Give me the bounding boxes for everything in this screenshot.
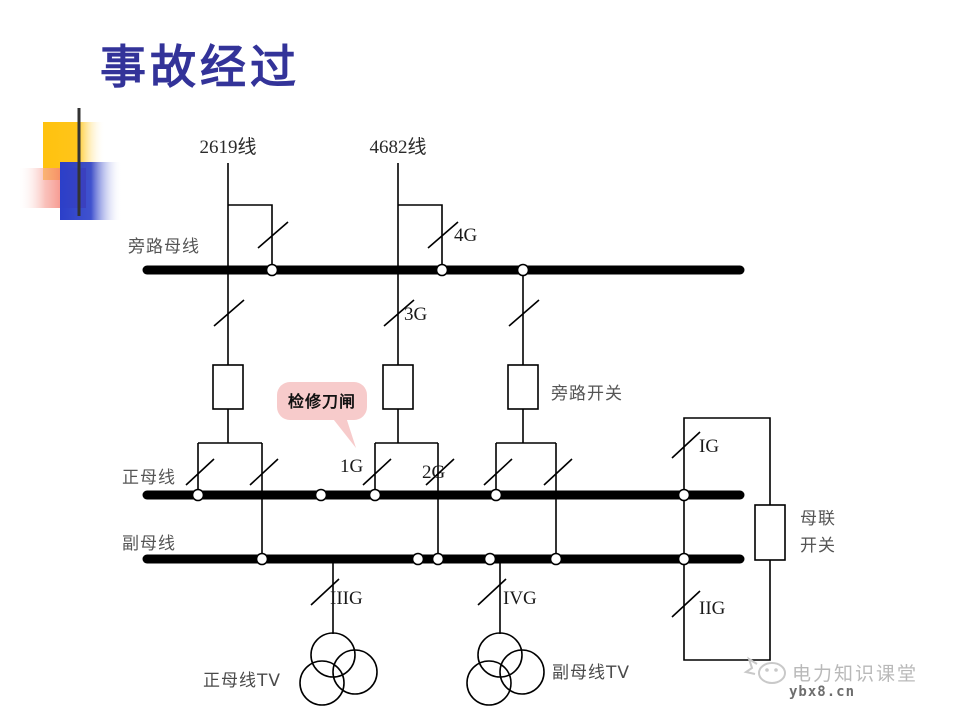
- feeder-2619-main-disconnect-icon: [185, 458, 215, 486]
- reserve-bus-label: 副母线: [122, 534, 176, 554]
- bypass-breaker-reserve-disconnect-icon: [543, 458, 573, 486]
- reserve-bus-tv-winding-b: [499, 649, 545, 695]
- bypass-breaker-column: [483, 270, 573, 559]
- bus-tie-loop: [683, 417, 771, 661]
- feeder-4682-reserve-disconnect-icon: [425, 458, 455, 486]
- main-bus-label: 正母线: [122, 468, 176, 488]
- sw-3g-label: 3G: [404, 304, 428, 325]
- feeder-2619-label: 2619线: [199, 136, 256, 158]
- bus-bars: [142, 265, 745, 564]
- bus-tie-circuit: [671, 417, 786, 661]
- node: [677, 552, 691, 566]
- node: [489, 488, 503, 502]
- node: [314, 488, 328, 502]
- main-bus-tv-disconnect-icon: [310, 578, 340, 606]
- main-bus-tv-group: [299, 559, 378, 706]
- feeder-4682-breaker: [382, 364, 414, 410]
- maintenance-disconnector-callout: 检修刀闸: [277, 382, 367, 448]
- sw-ig-label: IG: [699, 436, 719, 457]
- sw-2g-label: 2G: [422, 462, 446, 483]
- feeder-2619-disconnect-icon: [213, 299, 245, 327]
- reserve-bus-tv-winding-c: [466, 660, 512, 706]
- sw-1g-label: 1G: [340, 456, 364, 477]
- page-title: 事故经过: [100, 40, 300, 94]
- main-bus-tv-label: 正母线TV: [203, 671, 281, 691]
- reserve-bus-tv-disconnect-icon: [477, 578, 507, 606]
- reserve-bus-tv-group: [466, 559, 545, 706]
- node: [435, 263, 449, 277]
- bus-tie-ig-disconnect-icon: [671, 431, 701, 459]
- reserve-bus-tv-label: 副母线TV: [552, 663, 630, 683]
- bypass-bus-label: 旁路母线: [128, 237, 200, 257]
- main-bus-tv-winding-c: [299, 660, 345, 706]
- node: [265, 263, 279, 277]
- decorative-logo: [18, 108, 930, 220]
- sw-iiig-label: IIIG: [330, 588, 363, 609]
- node: [677, 488, 691, 502]
- feeder-2619-breaker: [212, 364, 244, 410]
- bus-tie-iig-disconnect-icon: [671, 590, 701, 618]
- main-bus-tv-winding-b: [332, 649, 378, 695]
- callout-label: 检修刀闸: [288, 392, 356, 411]
- feeder-2619-reserve-disconnect-icon: [249, 458, 279, 486]
- feeder-2619-bypass-branch: [228, 204, 273, 270]
- node: [368, 488, 382, 502]
- node: [255, 552, 269, 566]
- node: [549, 552, 563, 566]
- watermark-icon: [743, 656, 786, 684]
- feeder-4682-column: [362, 163, 459, 559]
- bypass-breaker-label: 旁路开关: [551, 384, 623, 404]
- node: [516, 263, 530, 277]
- feeder-4682-label: 4682线: [369, 136, 426, 158]
- feeder-4682-bypass-branch: [398, 204, 443, 270]
- feeder-2619-bypass-disconnect-icon: [257, 221, 289, 249]
- bus-tie-breaker: [754, 504, 786, 561]
- callout-bubble: [277, 382, 367, 420]
- node: [411, 552, 425, 566]
- feeder-4682-main-disconnect-icon: [362, 458, 392, 486]
- node: [191, 488, 205, 502]
- feeder-4682-disconnect-icon: [383, 299, 415, 327]
- sw-iig-label: IIG: [699, 598, 726, 619]
- node: [431, 552, 445, 566]
- bypass-breaker-top-disconnect-icon: [508, 299, 540, 327]
- sw-ivg-label: IVG: [503, 588, 537, 609]
- bypass-breaker: [507, 364, 539, 410]
- feeder-4682-bypass-disconnect-icon: [427, 221, 459, 249]
- watermark-title: 电力知识课堂: [792, 663, 918, 685]
- node: [483, 552, 497, 566]
- bus-tie-label-line2: 开关: [800, 536, 836, 556]
- callout-tail: [330, 414, 356, 448]
- connection-nodes: [191, 263, 691, 566]
- watermark: 电力知识课堂 ybx8.cn: [743, 656, 918, 700]
- bypass-breaker-main-disconnect-icon: [483, 458, 513, 486]
- sw-4g-label: 4G: [454, 225, 478, 246]
- logo-blue-block: [60, 162, 122, 220]
- feeder-2619-column: [185, 163, 289, 559]
- bus-tie-label-line1: 母联: [800, 509, 836, 529]
- watermark-url: ybx8.cn: [789, 684, 855, 700]
